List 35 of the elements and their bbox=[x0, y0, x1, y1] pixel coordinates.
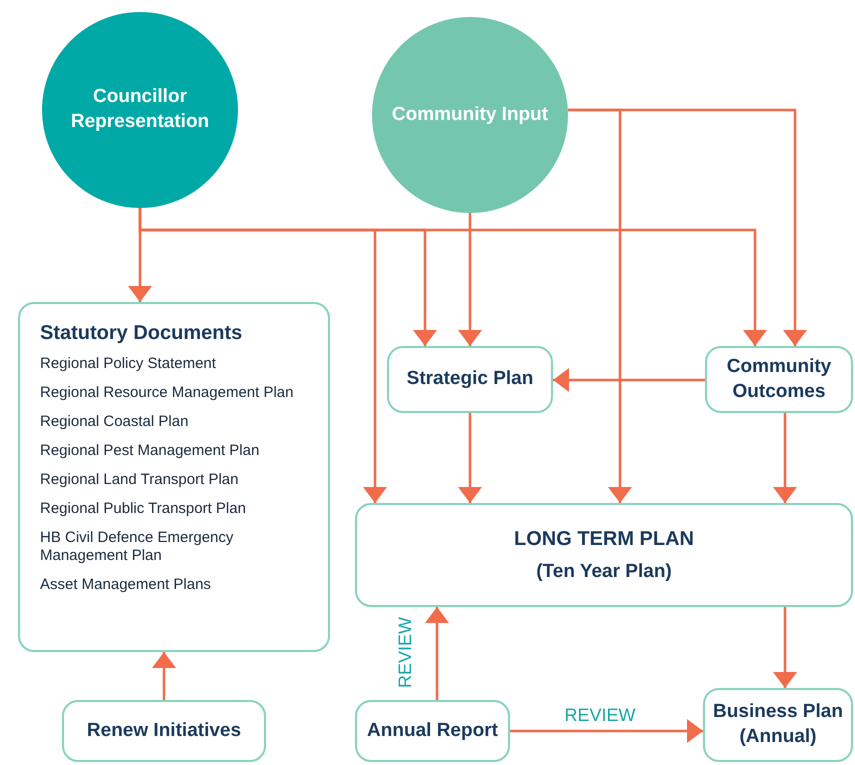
node-label: Business Plan (Annual) bbox=[712, 700, 844, 749]
rounded-box bbox=[355, 503, 853, 607]
node-label: Community Outcomes bbox=[726, 354, 832, 404]
node-label: LONG TERM PLAN bbox=[514, 526, 694, 552]
arrow bbox=[138, 208, 767, 346]
list-item: HB Civil Defence Emergency Management Plan bbox=[40, 529, 234, 565]
arrow bbox=[510, 719, 703, 743]
node-label: (Ten Year Plan) bbox=[536, 560, 672, 584]
list-item: Regional Land Transport Plan bbox=[40, 471, 240, 489]
list-item: Regional Policy Statement bbox=[40, 355, 217, 373]
arrow bbox=[553, 368, 705, 392]
node-label: Strategic Plan bbox=[406, 367, 534, 392]
arrow bbox=[568, 108, 807, 346]
rounded-box bbox=[387, 346, 553, 413]
rounded-box bbox=[703, 688, 853, 762]
node-label: Community Input bbox=[392, 102, 548, 127]
rounded-box bbox=[62, 700, 266, 762]
rounded-box bbox=[705, 346, 853, 413]
node-label: Annual Report bbox=[367, 718, 498, 743]
list-item: Regional Coastal Plan bbox=[40, 413, 190, 431]
node-label: Renew Initiatives bbox=[86, 718, 242, 743]
list-item: Regional Pest Management Plan bbox=[40, 442, 260, 460]
arrow bbox=[425, 607, 449, 700]
arrow bbox=[773, 607, 797, 688]
arrow bbox=[458, 413, 482, 503]
arrow bbox=[458, 213, 482, 346]
rounded-box bbox=[18, 302, 330, 652]
heading: Statutory Documents bbox=[40, 322, 242, 345]
node-label: Councillor Representation bbox=[70, 85, 210, 134]
list-item: Regional Resource Management Plan bbox=[40, 384, 294, 402]
list-item: Asset Management Plans bbox=[40, 576, 212, 594]
arrow bbox=[152, 652, 176, 700]
arrow bbox=[773, 413, 797, 503]
list-item: Regional Public Transport Plan bbox=[40, 500, 247, 518]
rounded-box bbox=[355, 700, 510, 762]
